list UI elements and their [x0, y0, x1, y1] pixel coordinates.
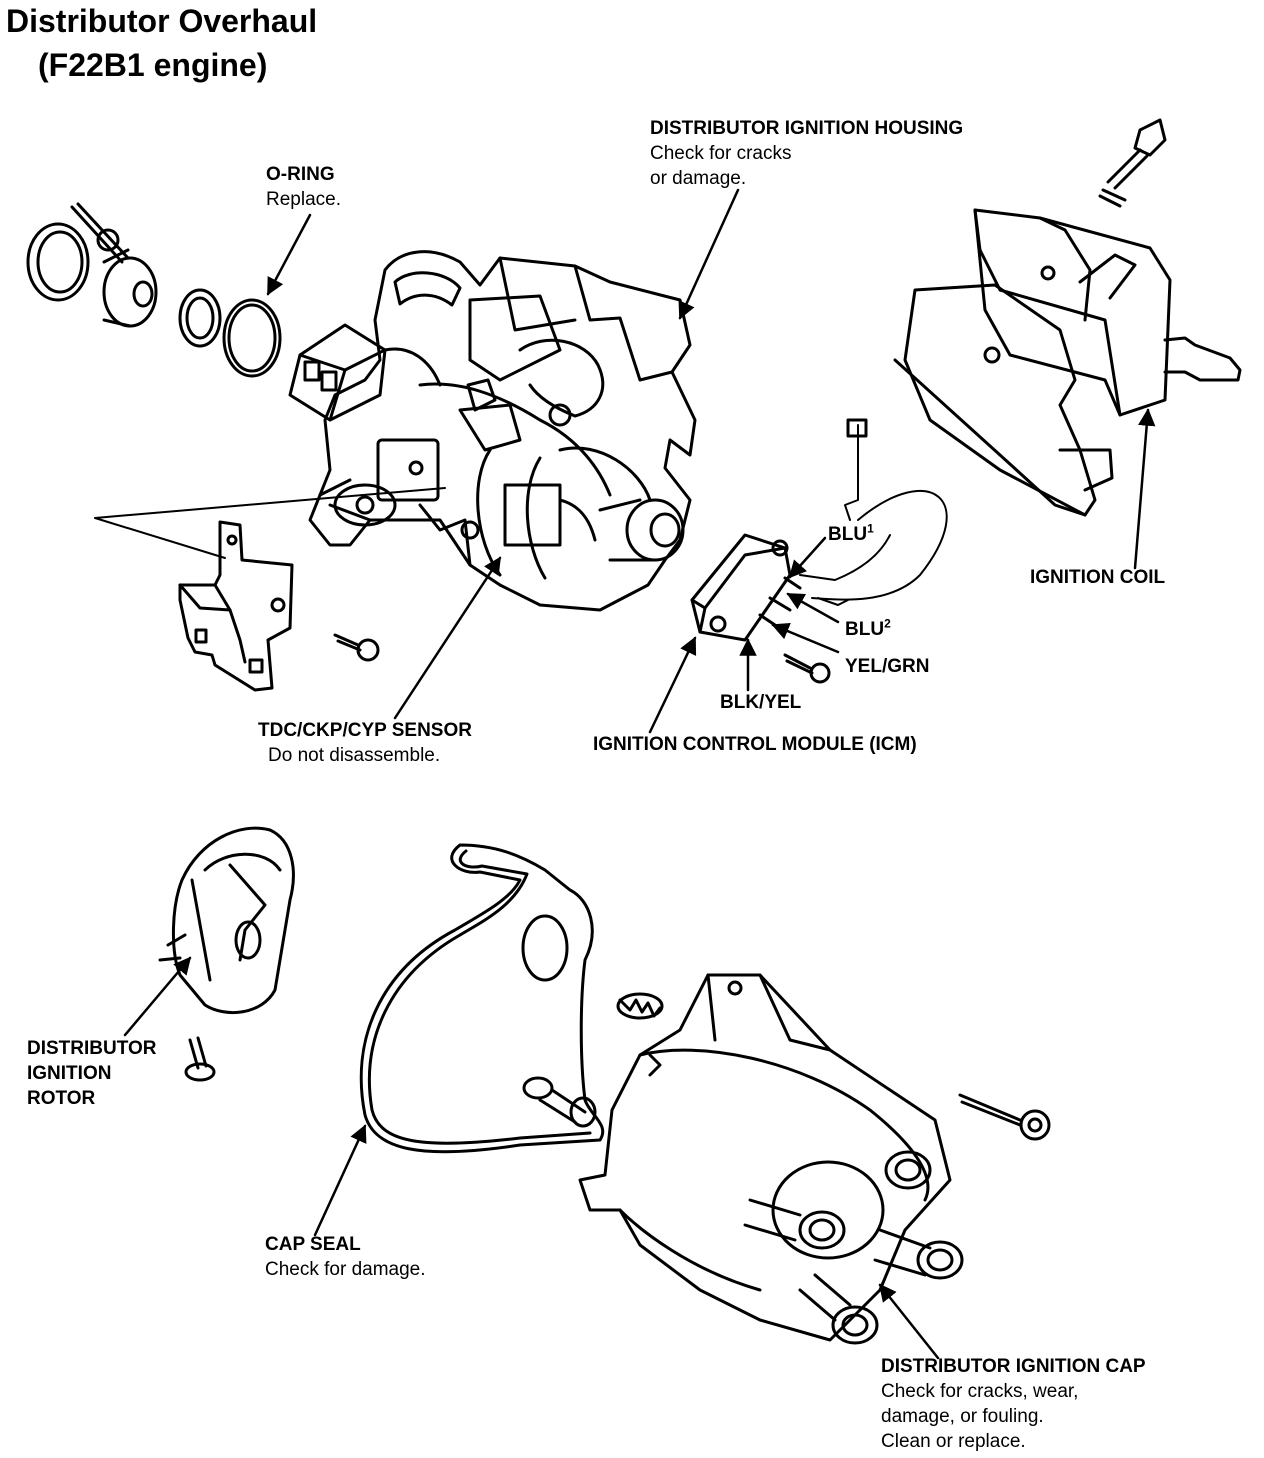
leader-arrows — [123, 188, 1156, 1360]
cap-seal-label: CAP SEAL — [265, 1234, 361, 1255]
icm-part — [690, 533, 802, 642]
cap-screw-part — [958, 1093, 1051, 1141]
spring-part — [616, 992, 664, 1020]
ignition-coil-label: IGNITION COIL — [1030, 567, 1166, 588]
coil-arrow — [1133, 408, 1156, 570]
sensor-arrow — [393, 556, 502, 720]
cap-arrow — [878, 1283, 940, 1360]
rotor-part — [158, 826, 295, 1015]
yel-grn-arrow — [771, 622, 840, 654]
icm-bolt-part — [783, 653, 831, 684]
blu1-sup: 1 — [867, 521, 874, 536]
housing-label: DISTRIBUTOR IGNITION HOUSING — [650, 118, 964, 139]
distributor-housing-part — [288, 250, 697, 612]
snap-ring-part — [26, 222, 90, 302]
sensor-label: TDC/CKP/CYP SENSOR — [258, 720, 472, 741]
rotor-label-3: ROTOR — [27, 1088, 96, 1109]
bracket-bolt-part — [333, 633, 380, 662]
icm-label: IGNITION CONTROL MODULE (ICM) — [593, 734, 917, 755]
housing-note-1: Check for cracks — [650, 143, 792, 164]
sensor-note: Do not disassemble. — [268, 745, 441, 766]
distributor-cap-part — [578, 973, 964, 1345]
washer-part — [178, 288, 222, 348]
ignition-coil-part — [893, 208, 1242, 517]
rotor-label-2: IGNITION — [27, 1063, 112, 1084]
blu1-text: BLU — [828, 524, 868, 545]
blu1-label: BLU1 — [828, 522, 874, 547]
coil-screw-part — [1098, 118, 1167, 208]
o-ring-part — [222, 298, 282, 378]
cap-seal-part — [359, 843, 605, 1154]
o-ring-note: Replace. — [266, 189, 341, 210]
rotor-screw-part — [184, 1036, 216, 1082]
page-title: Distributor Overhaul — [6, 3, 318, 39]
blk-yel-label: BLK/YEL — [720, 692, 802, 713]
blu2-label: BLU2 — [845, 617, 891, 642]
rotor-label-1: DISTRIBUTOR — [27, 1038, 157, 1059]
icm-wire-part — [799, 418, 948, 606]
blu2-arrow — [786, 592, 840, 624]
bracket-leader-lines — [94, 487, 446, 559]
o-ring-label: O-RING — [266, 164, 335, 185]
o-ring-arrow — [266, 213, 312, 296]
cap-note-3: Clean or replace. — [881, 1431, 1026, 1452]
cap-note-2: damage, or fouling. — [881, 1406, 1044, 1427]
carbon-brush-part — [522, 1076, 597, 1128]
cap-seal-note: Check for damage. — [265, 1259, 426, 1280]
yel-grn-label: YEL/GRN — [845, 656, 930, 677]
icm-arrow — [648, 636, 697, 734]
cap-label: DISTRIBUTOR IGNITION CAP — [881, 1356, 1146, 1377]
page-subtitle: (F22B1 engine) — [38, 47, 268, 83]
blu1-arrow — [788, 536, 827, 579]
housing-note-2: or damage. — [650, 168, 747, 189]
coupling-part — [70, 202, 158, 328]
housing-arrow — [678, 188, 740, 320]
cap-seal-arrow — [313, 1124, 367, 1237]
cap-note-1: Check for cracks, wear, — [881, 1381, 1079, 1402]
blu2-sup: 2 — [884, 616, 891, 631]
sensor-bracket-part — [178, 520, 294, 692]
blu2-text: BLU — [845, 619, 885, 640]
rotor-arrow — [123, 956, 192, 1037]
